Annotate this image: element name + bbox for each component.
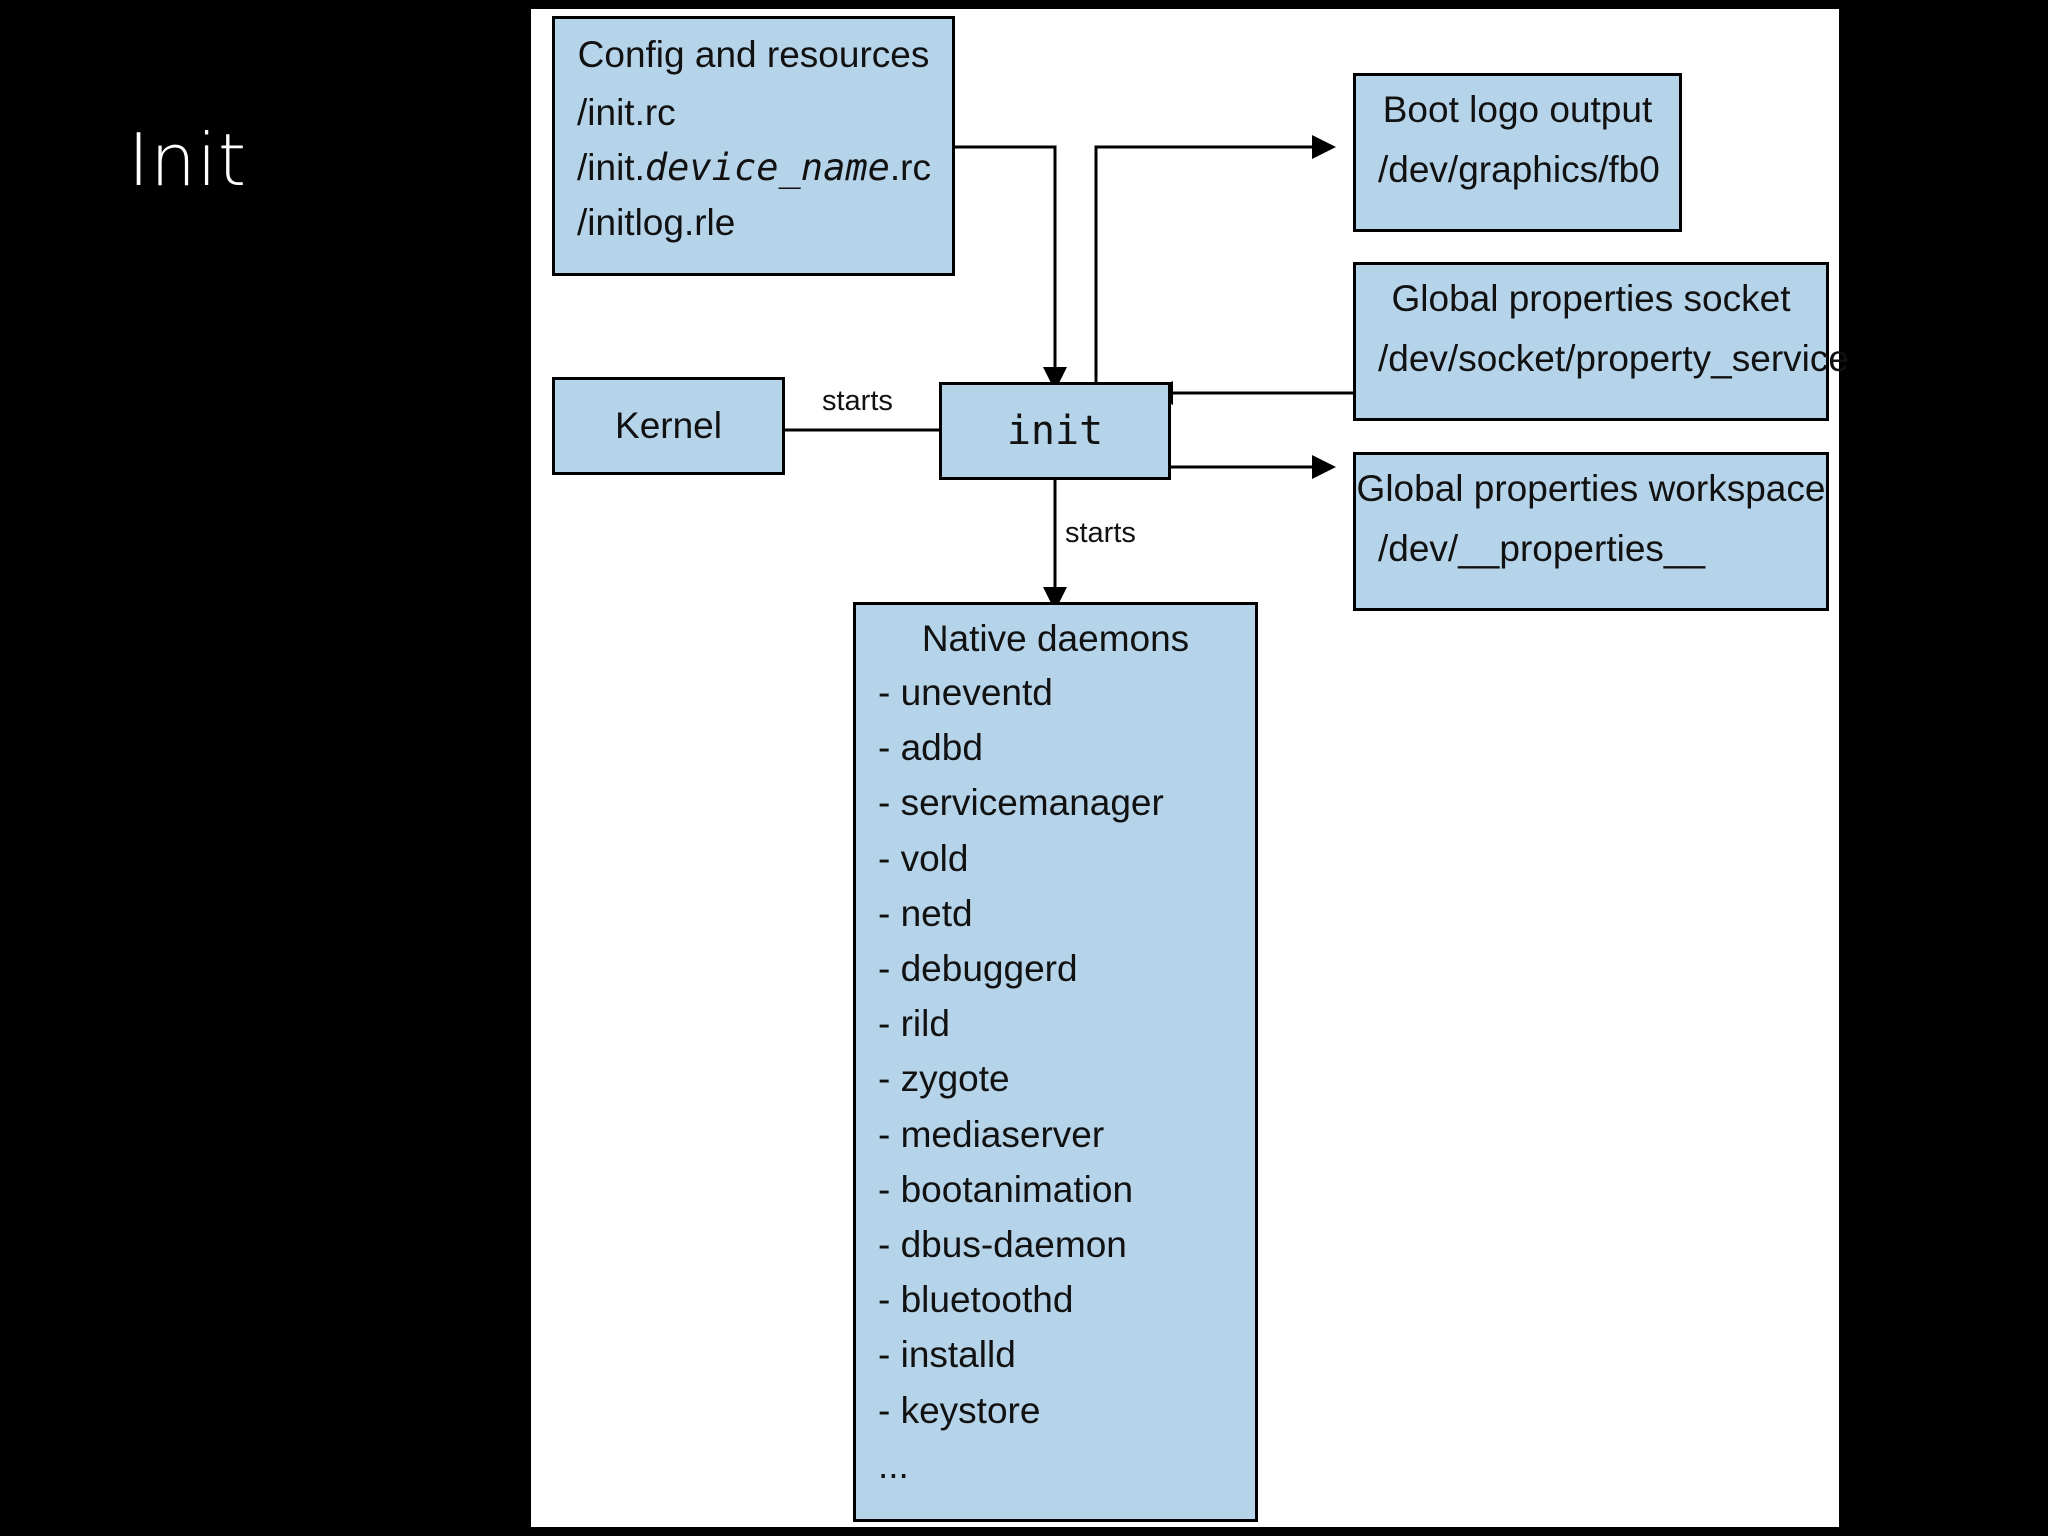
kernel-box: Kernel [552, 377, 785, 475]
daemon-item: - rild [878, 1003, 950, 1045]
daemon-item-ellipsis: ... [878, 1444, 909, 1486]
config-resources-title: Config and resources [577, 34, 930, 75]
init-box: init [939, 382, 1171, 480]
daemon-item: - netd [878, 892, 973, 934]
kernel-starts-label: starts [822, 385, 893, 417]
device-rc-prefix: /init. [577, 147, 645, 188]
daemon-item: - servicemanager [878, 782, 1164, 824]
daemon-item: - uneventd [878, 672, 1053, 713]
daemon-item: - installd [878, 1334, 1016, 1376]
init-starts-label: starts [1065, 517, 1136, 549]
properties-workspace-title: Global properties workspace [1356, 468, 1826, 509]
daemon-item: - bluetoothd [878, 1279, 1074, 1321]
boot-logo-box: Boot logo output /dev/graphics/fb0 [1353, 73, 1682, 232]
arrowhead-init-to-daemons [1043, 587, 1067, 611]
device-rc-suffix: .rc [889, 147, 932, 188]
arrowhead-init-to-bootlogo [1312, 135, 1336, 159]
initlog-path: /initlog.rle [577, 202, 736, 243]
device-name-placeholder: device_name [644, 146, 890, 189]
init-rc-path: /init.rc [577, 92, 676, 133]
init-label: init [1006, 408, 1104, 454]
arrowhead-config-to-init [1043, 367, 1067, 391]
native-daemons-title: Native daemons [921, 618, 1190, 659]
properties-workspace-path: /dev/__properties__ [1378, 528, 1706, 569]
boot-logo-title: Boot logo output [1382, 89, 1653, 130]
daemon-item: - debuggerd [878, 948, 1078, 990]
properties-workspace-box: Global properties workspace /dev/__prope… [1353, 452, 1829, 611]
arrowhead-init-to-workspace [1312, 455, 1336, 479]
properties-socket-path: /dev/socket/property_service [1378, 338, 1849, 379]
daemon-item: - vold [878, 837, 969, 879]
diagram-connectors [782, 135, 1354, 611]
daemon-item: - mediaserver [878, 1113, 1105, 1155]
daemon-item: - zygote [878, 1058, 1010, 1100]
device-rc-path: /init.device_name.rc [577, 146, 952, 190]
properties-socket-box: Global properties socket /dev/socket/pro… [1353, 262, 1849, 421]
kernel-label: Kernel [615, 405, 722, 446]
daemon-item: - adbd [878, 727, 983, 769]
arrow-init-to-bootlogo [1094, 145, 1312, 382]
arrow-config-to-init [954, 145, 1057, 367]
diagram-canvas: Config and resources /init.rc /init.devi… [531, 9, 1849, 1527]
native-daemons-box: Native daemons - uneventd - adbd - servi… [853, 602, 1258, 1522]
config-resources-box: Config and resources /init.rc /init.devi… [552, 16, 955, 276]
boot-logo-path: /dev/graphics/fb0 [1378, 149, 1660, 190]
slide-title: Init [128, 118, 248, 202]
daemon-item: - bootanimation [878, 1168, 1134, 1210]
properties-socket-title: Global properties socket [1391, 278, 1791, 319]
daemon-item: - keystore [878, 1389, 1041, 1431]
daemon-item: - dbus-daemon [878, 1224, 1127, 1266]
